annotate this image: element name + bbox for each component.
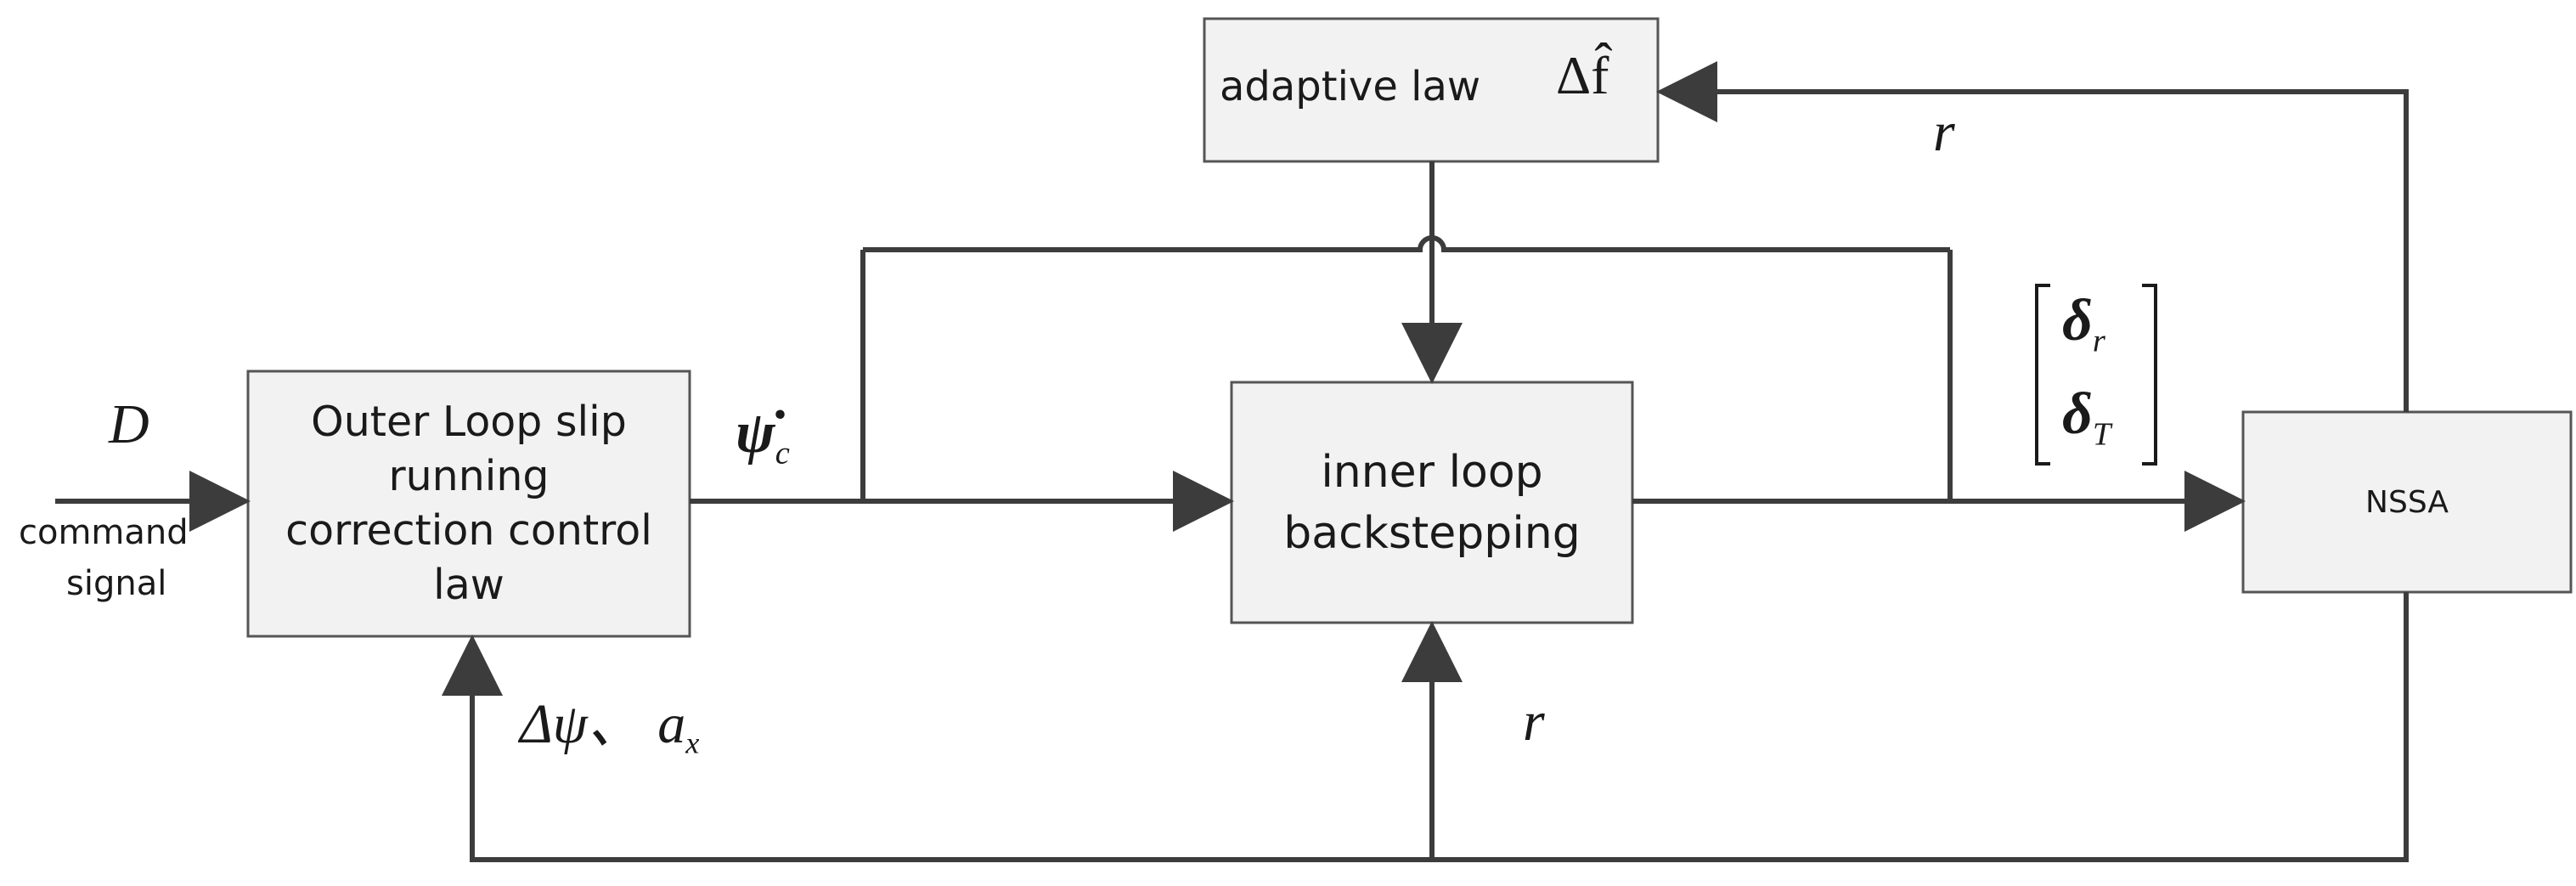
- psi-c-label: ψ̇c: [736, 399, 790, 471]
- psi-c-base: ψ̇: [736, 400, 775, 466]
- top-bus-line: [863, 235, 1950, 252]
- outer-loop-line-4: law: [433, 561, 504, 609]
- input-symbol-d: D: [109, 393, 149, 455]
- nssa-block-bg: [2241, 410, 2573, 594]
- bottom-feedback-line: [442, 592, 2409, 862]
- delta-r-base: δ: [2062, 288, 2093, 353]
- r-label-bottom: r: [1523, 691, 1545, 753]
- outer-loop-line-2: running: [388, 452, 550, 500]
- matrix-left-bracket: [2035, 284, 2050, 466]
- input-caption-line-1: command: [19, 513, 189, 552]
- adaptive-law-block-bg: [1203, 17, 1660, 163]
- adaptive-law-label: adaptive law: [1220, 63, 1481, 110]
- delta-t-subscript: T: [2092, 416, 2111, 453]
- delta-t-base: δ: [2062, 381, 2093, 447]
- outer-loop-line-3: correction control: [285, 506, 652, 555]
- r-label-top: r: [1933, 101, 1955, 163]
- feedback-label: Δψ、 ax: [520, 678, 699, 761]
- matrix-right-bracket: [2142, 284, 2157, 466]
- delta-f-hat-symbol: Δf̂: [1556, 45, 1609, 105]
- nssa-block: NSSA: [2243, 412, 2571, 592]
- outer-loop-block: Outer Loop slip running correction contr…: [248, 371, 690, 636]
- outer-loop-line-1: Outer Loop slip: [311, 398, 627, 446]
- feedback-base: Δψ、 a: [520, 693, 686, 755]
- r-feedback-top-arrow: [1656, 61, 2409, 412]
- inner-loop-line-1: inner loop: [1321, 446, 1543, 498]
- psi-c-subscript: c: [775, 435, 790, 471]
- delta-r-label: δr: [2062, 287, 2105, 359]
- feedback-subscript: x: [685, 725, 700, 760]
- delta-r-subscript: r: [2092, 323, 2105, 359]
- inner-loop-block: inner loop backstepping: [1232, 382, 1632, 623]
- delta-t-label: δT: [2062, 381, 2111, 453]
- inner-loop-line-2: backstepping: [1283, 507, 1581, 559]
- outer-loop-block-bg: [246, 370, 691, 638]
- input-caption-line-2: signal: [66, 564, 167, 603]
- nssa-label: NSSA: [2365, 484, 2449, 520]
